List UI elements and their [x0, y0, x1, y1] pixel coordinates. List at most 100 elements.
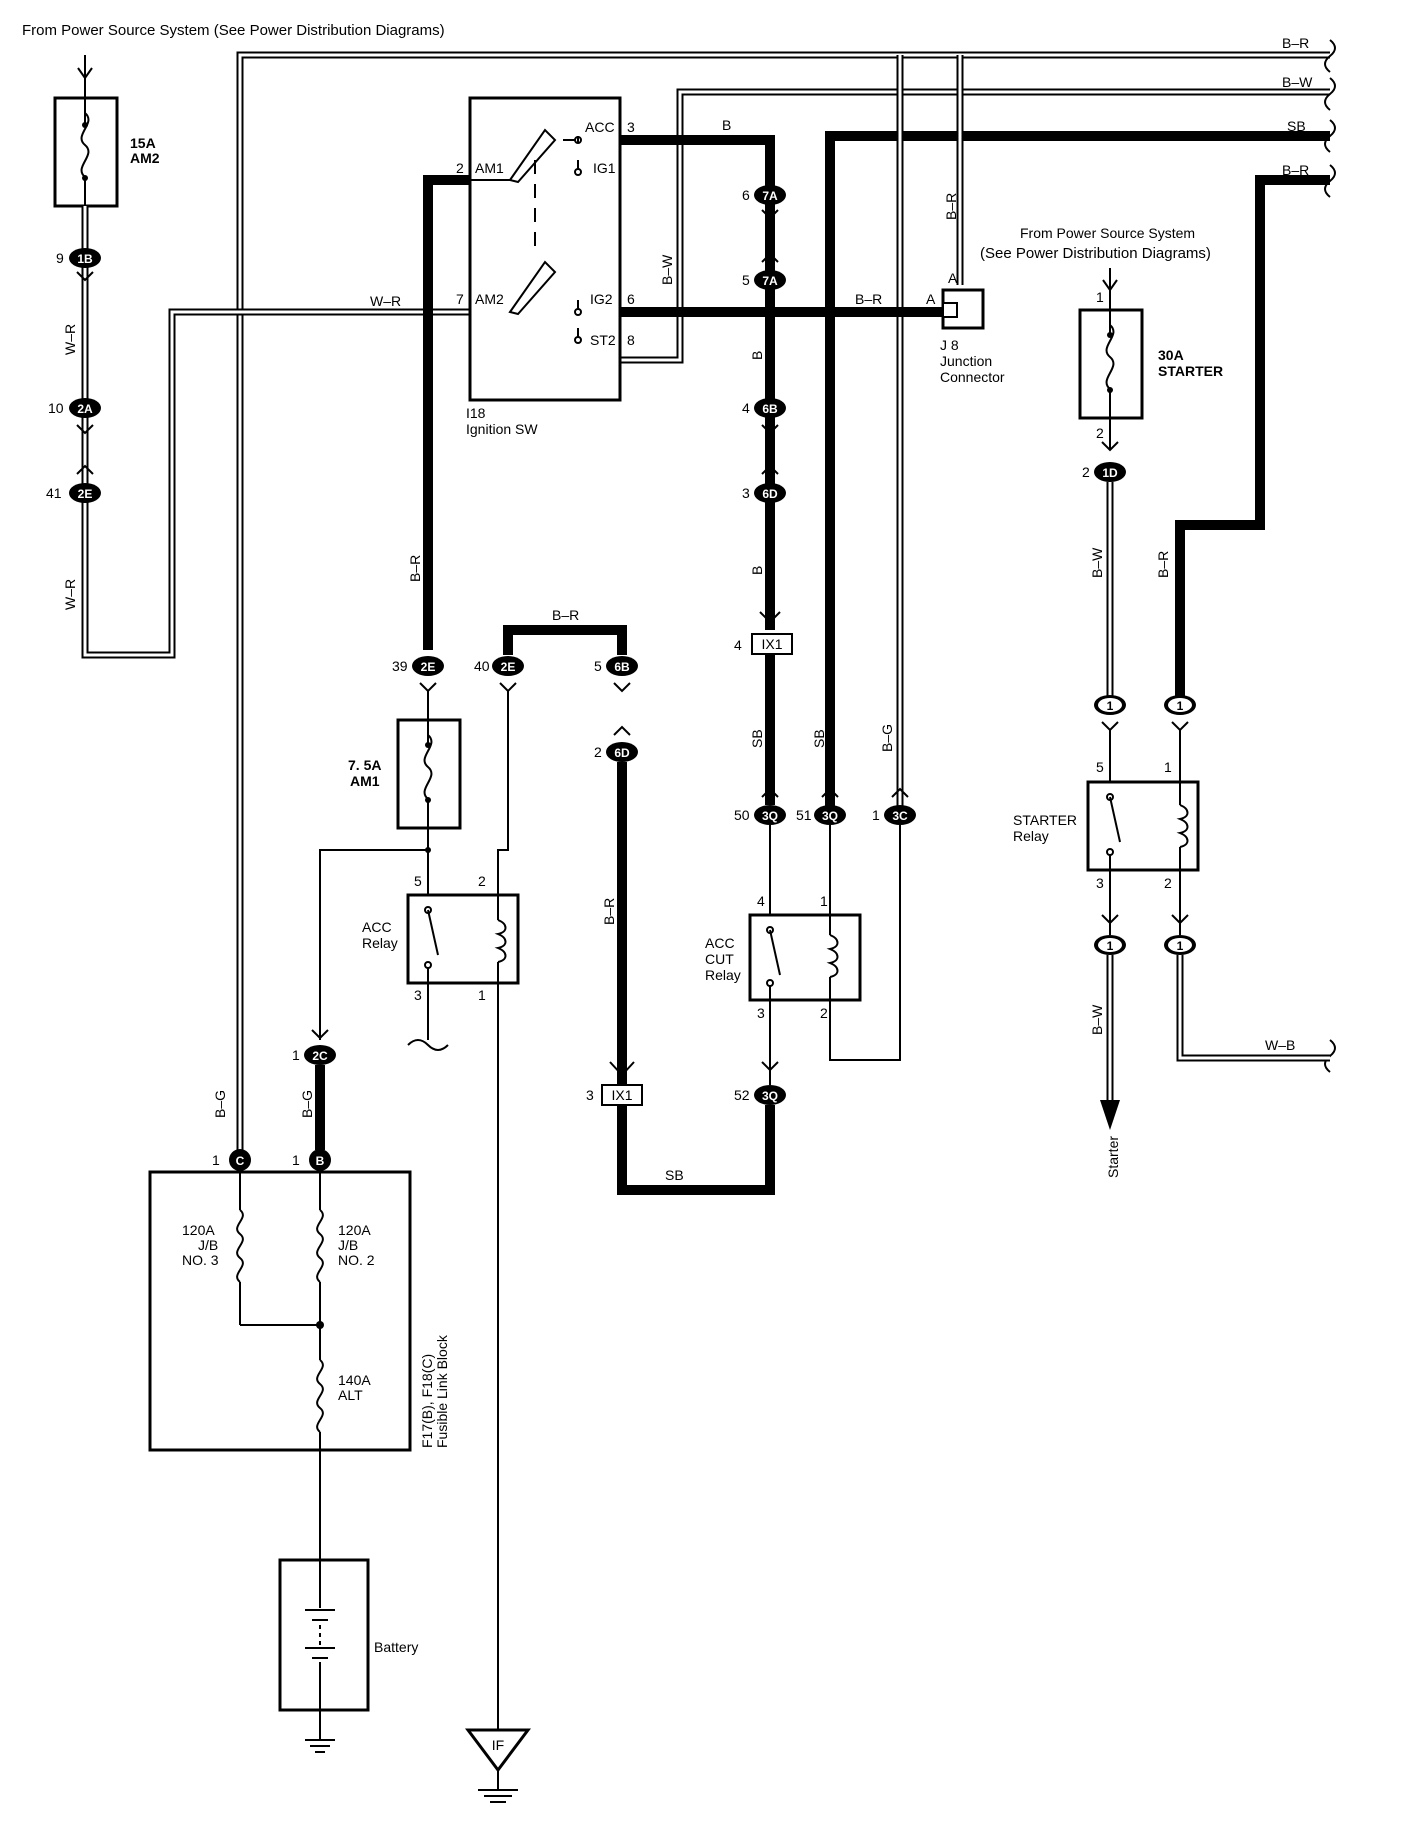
sw-pin-6: 6: [627, 291, 635, 307]
acc-pin-1: 1: [478, 987, 486, 1003]
connector-ix1-a: IX1: [751, 611, 793, 655]
wire-bw-v: B–W: [659, 254, 675, 285]
wire-br-am1: [423, 175, 470, 650]
fuse-starter-name: STARTER: [1158, 363, 1223, 379]
sw-pin-7: 7: [456, 291, 464, 307]
starter-relay-1: STARTER: [1013, 812, 1077, 828]
svg-text:6D: 6D: [614, 746, 630, 760]
cut-pin-3: 3: [757, 1005, 765, 1021]
connector-ix1-b: IX1: [601, 1061, 643, 1106]
svg-text:7A: 7A: [762, 189, 778, 203]
connector-6d-a: 6D: [754, 464, 786, 503]
connector-2e-b: 2E: [412, 656, 444, 693]
svg-text:IX1: IX1: [611, 1087, 632, 1103]
wire-sb-2-label: SB: [811, 729, 827, 748]
battery: [278, 1558, 370, 1712]
pin-10: 10: [48, 400, 64, 416]
wire-br-acc-relay: [497, 690, 509, 895]
svg-text:3Q: 3Q: [762, 809, 778, 823]
svg-text:6B: 6B: [762, 402, 778, 416]
ground-if: IF: [465, 1728, 531, 1803]
connector-1-c: 1: [1094, 914, 1126, 955]
battery-label: Battery: [374, 1639, 418, 1655]
from-power-right-1: From Power Source System: [1020, 225, 1195, 241]
sw-pin-8: 8: [627, 332, 635, 348]
svg-text:7A: 7A: [762, 274, 778, 288]
svg-text:IF: IF: [492, 1737, 504, 1753]
svg-text:3Q: 3Q: [762, 1089, 778, 1103]
fl-jb2-2: NO. 2: [338, 1252, 375, 1268]
wire-wr-a: W–R: [62, 324, 78, 355]
svg-text:2C: 2C: [312, 1049, 328, 1063]
ignition-switch: [468, 96, 622, 402]
wire-wr-left-inner: [83, 206, 470, 657]
pin-2-6d: 2: [594, 744, 602, 760]
fuse-starter-pin-2: 2: [1096, 425, 1104, 441]
acc-pin-3: 3: [414, 987, 422, 1003]
starter-relay-2: Relay: [1013, 828, 1049, 844]
connector-1-a: 1: [1094, 695, 1126, 732]
pin-4-ix1: 4: [734, 637, 742, 653]
fuse-am1-name: AM1: [350, 773, 380, 789]
jc-pin-a-left: A: [926, 291, 936, 307]
wire-br-top2: [1175, 175, 1330, 705]
fl-jb3-amp: 120A: [182, 1222, 215, 1238]
wire-br-top2-label: B–R: [1282, 162, 1309, 178]
wire-bg-1-label: B–G: [879, 724, 895, 752]
pin-5-7a: 5: [742, 272, 750, 288]
connector-3q-b: 3Q: [814, 787, 846, 825]
svg-text:2A: 2A: [77, 402, 93, 416]
sw-pin-3: 3: [627, 119, 635, 135]
connector-3q-a: 3Q: [754, 787, 786, 825]
fuse-am2-amp: 15A: [130, 135, 156, 151]
fuse-starter-amp: 30A: [1158, 347, 1184, 363]
svg-text:1D: 1D: [1102, 466, 1118, 480]
svg-text:3C: 3C: [892, 809, 908, 823]
svg-text:6D: 6D: [762, 487, 778, 501]
fl-jb2-amp: 120A: [338, 1222, 371, 1238]
wire-wr-left-outer: [81, 206, 470, 659]
connector-1-b: 1: [1164, 695, 1196, 732]
starter-relay-internals: [1106, 782, 1189, 870]
connector-7a-b: 7A: [754, 252, 786, 290]
pin-3-ix1b: 3: [586, 1087, 594, 1103]
starter-arrow: [1100, 1100, 1120, 1130]
wire-sb-1-label: SB: [749, 729, 765, 748]
ignition-switch-contacts: [440, 128, 582, 344]
jc-code: J 8: [940, 337, 959, 353]
svg-text:3Q: 3Q: [822, 809, 838, 823]
starter-relay: [1086, 780, 1200, 872]
pin-1-2c: 1: [292, 1047, 300, 1063]
svg-text:1: 1: [1177, 939, 1184, 953]
connector-7a-a: 7A: [754, 185, 786, 220]
wire-br-sw: B–R: [407, 555, 423, 582]
wire-b-3: B: [749, 566, 765, 575]
acc-relay: [406, 893, 520, 985]
fl-block-1: F17(B), F18(C): [419, 1354, 435, 1448]
ign-sw-code: I18: [466, 405, 486, 421]
wire-sb-bot-label: SB: [665, 1167, 684, 1183]
sw-term-acc: ACC: [585, 119, 615, 135]
pin-5-6b: 5: [594, 658, 602, 674]
cut-pin-2: 2: [820, 1005, 828, 1021]
connector-6d-b: 6D: [606, 725, 638, 762]
sw-pin-2: 2: [456, 160, 464, 176]
wire-br-st-label: B–R: [1155, 551, 1171, 578]
acc-relay-internals: [424, 895, 507, 983]
wire-bw-1d-label: B–W: [1089, 547, 1105, 578]
connector-2a: 2A: [69, 398, 101, 435]
fuse-am1: [396, 718, 462, 830]
starter-out-label: Starter: [1105, 1136, 1121, 1178]
fl-alt-amp: 140A: [338, 1372, 371, 1388]
fl-jb2-1: J/B: [338, 1237, 358, 1253]
svg-text:2E: 2E: [501, 660, 516, 674]
st-pin-5: 5: [1096, 759, 1104, 775]
wire-br-j: B–R: [855, 291, 882, 307]
pin-2-1d: 2: [1082, 464, 1090, 480]
wire-br-top-label: B–R: [1282, 35, 1309, 51]
pin-52: 52: [734, 1087, 750, 1103]
svg-text:2E: 2E: [78, 487, 93, 501]
pin-4-6b: 4: [742, 400, 750, 416]
st-pin-3: 3: [1096, 875, 1104, 891]
acc-relay-label-1: ACC: [362, 919, 392, 935]
